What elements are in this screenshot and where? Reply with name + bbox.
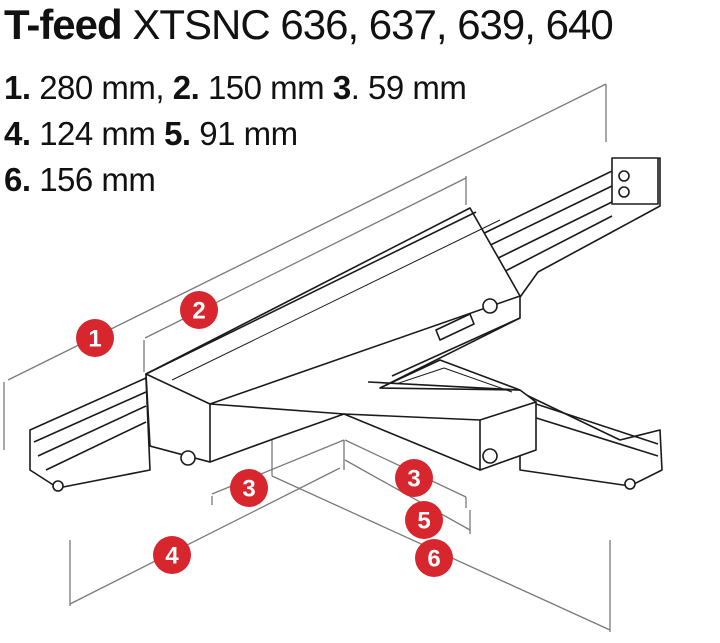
spec-2-value: 150 mm: [199, 69, 325, 106]
screw-left: [180, 450, 196, 466]
spec-2-number: 2.: [172, 69, 200, 106]
spec-line-1: 1. 280 mm, 2. 150 mm 3. 59 mm: [4, 68, 467, 108]
callout-1-label: 1: [88, 326, 101, 353]
rail-end-left: [29, 377, 151, 489]
callout-3-right: 3: [395, 459, 433, 497]
spec-6-value: 156 mm: [30, 161, 156, 198]
callout-1: 1: [76, 319, 114, 357]
dimension-4-line: [69, 467, 341, 605]
spec-1-number: 1.: [4, 69, 31, 106]
callout-3-right-label: 3: [407, 466, 420, 493]
callout-5-label: 5: [417, 508, 430, 535]
callout-3-left: 3: [230, 469, 268, 507]
screw-right: [482, 448, 498, 464]
spec-3-number: 3: [332, 69, 351, 106]
label-plate: [435, 313, 475, 341]
spec-5-number: 5.: [164, 115, 191, 152]
callout-2-label: 2: [192, 298, 205, 325]
rail-end-bottom-right: [519, 391, 663, 487]
spec-1-value: 280 mm,: [30, 69, 165, 106]
callout-2: 2: [180, 291, 218, 329]
spec-5-value: 91 mm: [190, 115, 298, 152]
screw-top: [482, 298, 498, 314]
spec-4-value: 124 mm: [30, 115, 156, 152]
callout-5: 5: [405, 501, 443, 539]
page-title: T-feed XTSNC 636, 637, 639, 640: [4, 1, 614, 48]
spec-4-number: 4.: [4, 115, 31, 152]
title-product-type: T-feed: [4, 1, 123, 48]
callout-6-label: 6: [427, 546, 440, 573]
callout-3-left-label: 3: [242, 476, 255, 503]
callout-4-label: 4: [165, 543, 179, 570]
callout-6: 6: [415, 539, 453, 577]
title-model-numbers: XTSNC 636, 637, 639, 640: [121, 1, 613, 48]
spec-6-number: 6.: [4, 161, 31, 198]
housing-front-left: [145, 373, 211, 463]
connector-body: [29, 157, 663, 492]
spec-3-value: . 59 mm: [350, 69, 467, 106]
spec-line-2: 4. 124 mm 5. 91 mm: [4, 114, 298, 154]
spec-line-3: 6. 156 mm: [4, 160, 156, 200]
callout-4: 4: [153, 536, 191, 574]
